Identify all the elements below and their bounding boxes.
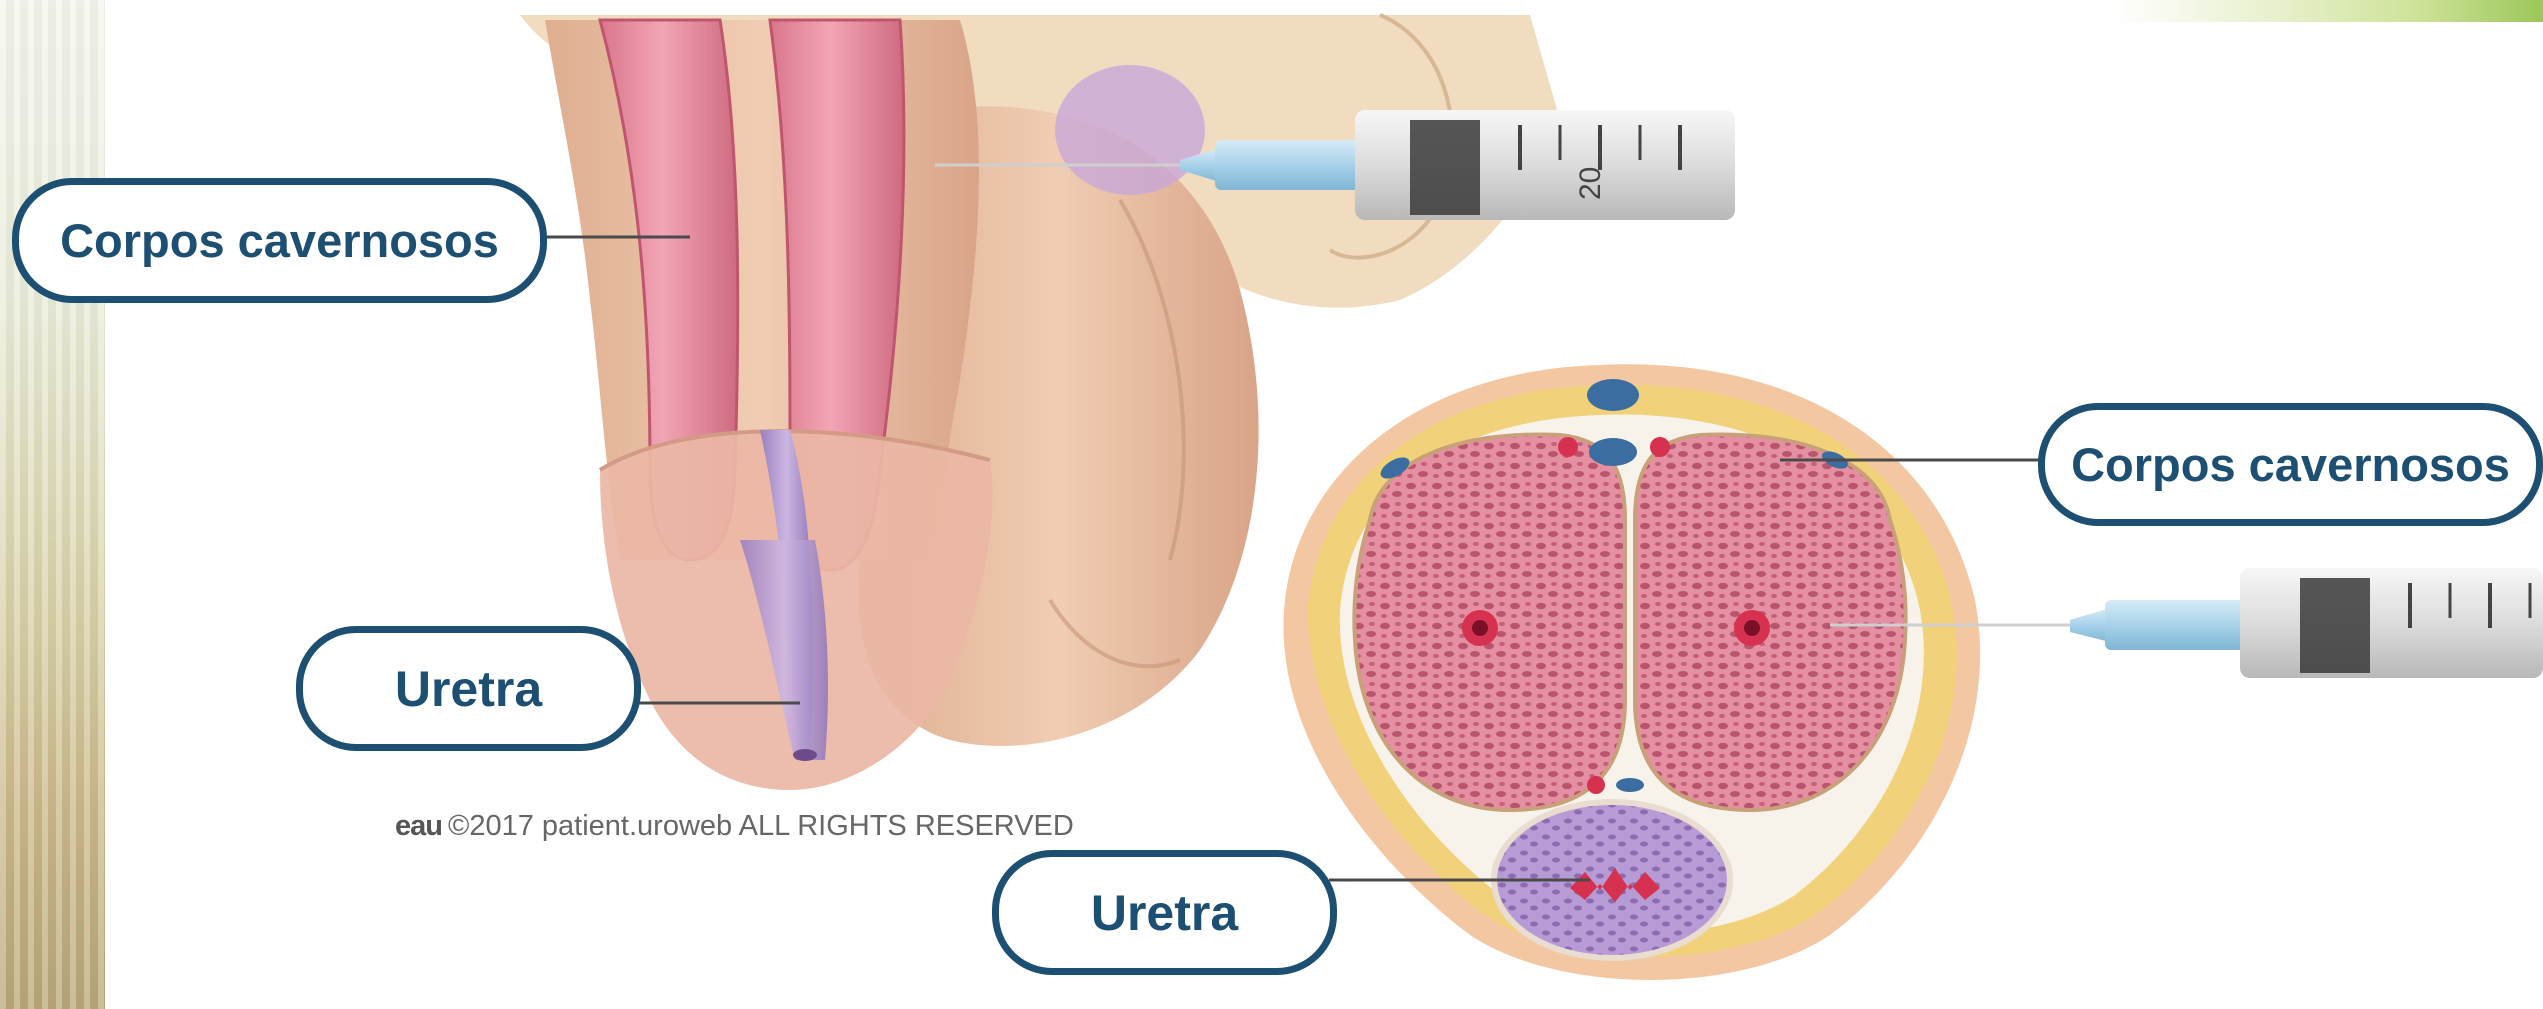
label-cross-corpos-cavernosos: Corpos cavernosos	[2038, 403, 2543, 526]
copyright-notice: eau©2017 patient.uroweb ALL RIGHTS RESER…	[395, 810, 1074, 843]
label-cross-uretra: Uretra	[992, 850, 1337, 975]
copyright-text: ©2017 patient.uroweb ALL RIGHTS RESERVED	[448, 810, 1074, 842]
label-cross-corpos-text: Corpos cavernosos	[2071, 437, 2510, 492]
label-side-uretra-text: Uretra	[395, 660, 542, 718]
eau-logo: eau	[395, 810, 442, 842]
syringe-scale-number: 20	[1574, 167, 1607, 200]
label-side-corpos-cavernosos: Corpos cavernosos	[12, 178, 547, 303]
label-cross-uretra-text: Uretra	[1091, 884, 1238, 942]
label-side-corpos-text: Corpos cavernosos	[60, 213, 499, 268]
cross-section-shape	[1283, 364, 1980, 980]
label-side-uretra: Uretra	[296, 626, 641, 751]
